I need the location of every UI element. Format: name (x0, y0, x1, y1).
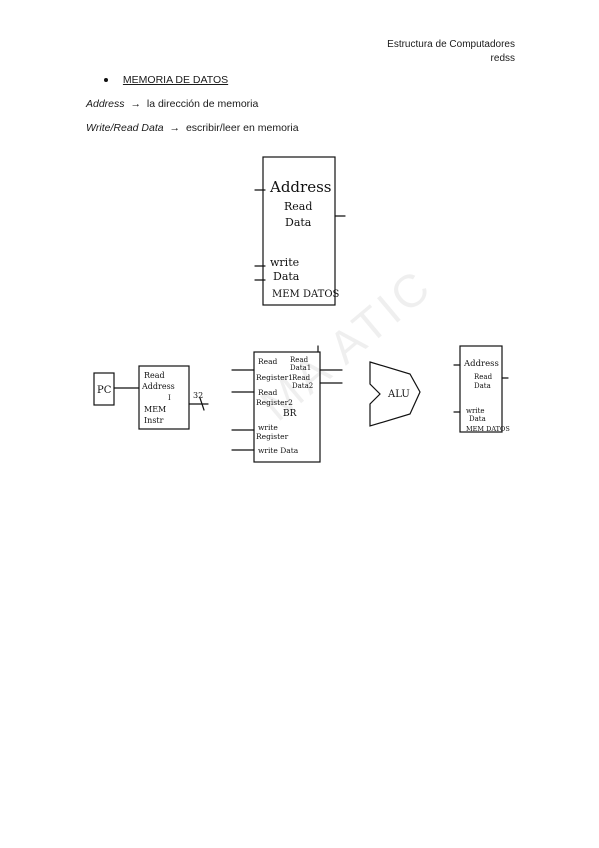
br-read-data2-a: Read (292, 374, 311, 382)
course-name: Estructura de Computadores (387, 39, 515, 50)
br-read-reg1-a: Read (258, 357, 278, 366)
mem-address-label: Address (269, 178, 331, 196)
instr-mem-label: MEM (144, 405, 166, 414)
mem-name-label: MEM DATOS (272, 289, 340, 300)
reg-bank-box (253, 351, 321, 463)
data-mem-box (459, 345, 503, 433)
br-read-reg1-b: Register1 (256, 373, 293, 382)
section-title: MEMORIA DE DATOS (122, 74, 229, 86)
dm-address-label: Address (463, 359, 499, 369)
mem-read-label: Read (284, 200, 312, 213)
arrow-right-icon: → (169, 122, 181, 134)
mem-write-label: write (270, 256, 299, 269)
bullet-icon (104, 78, 108, 83)
instr-bits-label: 32 (193, 391, 203, 400)
pc-box (93, 372, 115, 406)
definition-meaning: escribir/leer en memoria (185, 122, 299, 134)
dm-write-label: write (466, 407, 485, 415)
definition-address: Address → la dirección de memoria (86, 98, 258, 110)
br-write-data: write Data (258, 446, 299, 455)
definition-term: Write/Read Data (86, 122, 164, 134)
dm-read-label: Read (474, 373, 493, 381)
definition-write-read: Write/Read Data → escribir/leer en memor… (86, 122, 299, 134)
instr-instr-label: Instr (144, 416, 164, 425)
alu-label: ALU (387, 389, 410, 400)
br-read-data1-b: Data1 (290, 364, 311, 372)
mem-data-label: Data (285, 216, 312, 229)
br-read-data2-b: Data2 (292, 382, 313, 390)
br-name: BR (283, 409, 297, 419)
instr-address-label: Address (141, 382, 175, 391)
pc-label: PC (97, 385, 112, 396)
br-write-reg-a: write (258, 423, 278, 432)
br-read-reg2-a: Read (258, 388, 278, 397)
author-name: redss (490, 53, 515, 64)
section-heading: MEMORIA DE DATOS (104, 74, 228, 86)
dm-name-label: MEM DATOS (466, 425, 510, 433)
br-read-reg2-b: Register2 (256, 398, 293, 407)
arrow-right-icon: → (130, 98, 141, 110)
alu-shape (369, 361, 421, 427)
br-write-reg-b: Register (256, 432, 289, 441)
mem-datos-box (262, 156, 336, 306)
dm-data-label: Data (474, 382, 491, 390)
definition-meaning: la dirección de memoria (146, 98, 259, 110)
dm-write-data-label: Data (469, 415, 486, 423)
document-header: Estructura de Computadores redss (387, 38, 515, 66)
definition-term: Address (86, 98, 125, 110)
instr-i-label: I (168, 394, 171, 402)
mem-write-data-label: Data (273, 270, 300, 283)
br-read-data1-a: Read (290, 356, 309, 364)
instr-mem-box (138, 365, 190, 430)
instr-read-label: Read (144, 371, 165, 380)
